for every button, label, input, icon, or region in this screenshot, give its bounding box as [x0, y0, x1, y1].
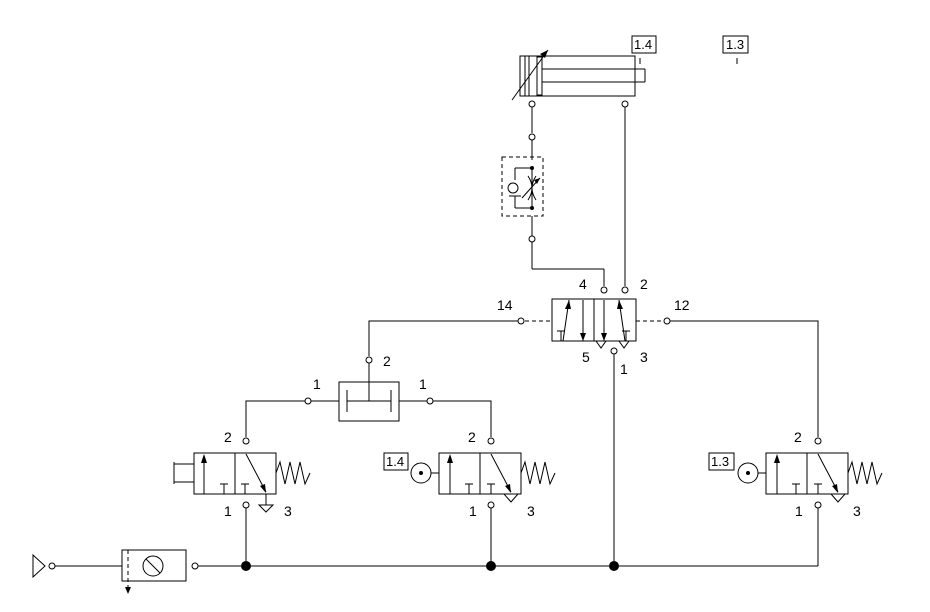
main-valve-port-4: 4: [579, 276, 587, 292]
roller-valve-mid-port-3: 3: [527, 503, 535, 519]
roller-valve-mid-port-1: 1: [469, 503, 477, 519]
main-valve-port-2: 2: [640, 276, 648, 292]
roller-3-2-valve-1-4: [410, 437, 556, 509]
pushbutton-valve-port-2: 2: [224, 429, 232, 445]
roller-valve-right-tag-box: [708, 452, 735, 471]
main-valve-port-14: 14: [497, 297, 513, 313]
shuttle-or-valve: [304, 381, 434, 422]
cylinder-tag: 1.4: [634, 37, 652, 52]
roller-valve-right-tag: 1.3: [711, 454, 729, 469]
roller-valve-mid-tag: 1.4: [386, 454, 404, 469]
roller-valve-right-port-1: 1: [795, 503, 803, 519]
double-acting-cylinder: [511, 49, 646, 101]
roller-valve-right-port-3: 3: [853, 503, 861, 519]
pushbutton-3-2-valve: [173, 437, 311, 513]
main-valve-port-3: 3: [640, 349, 648, 365]
main-valve-port-12: 12: [674, 297, 690, 313]
air-supply-line: [32, 354, 819, 594]
roller-valve-mid-tag-box: [383, 452, 409, 471]
or-valve-port-out: 2: [383, 353, 391, 369]
roller-3-2-valve-1-3: [737, 437, 883, 509]
pilot-line-14: [368, 320, 518, 356]
main-valve-port-5: 5: [582, 349, 590, 365]
main-valve-port-1: 1: [620, 361, 628, 377]
or-valve-port-left: 1: [313, 376, 321, 392]
limit-tag: 1.3: [726, 37, 744, 52]
pushbutton-valve-port-1: 1: [224, 503, 232, 519]
pushbutton-valve-port-3: 3: [284, 503, 292, 519]
roller-valve-right-port-2: 2: [794, 429, 802, 445]
main-5-2-valve: [517, 107, 671, 355]
or-valve-port-right: 1: [419, 376, 427, 392]
one-way-flow-control-valve: [501, 107, 544, 269]
cylinder-tag-box: [631, 35, 657, 54]
roller-valve-mid-port-2: 2: [468, 429, 476, 445]
pilot-line-12: [670, 320, 819, 437]
limit-tag-box: [722, 35, 749, 54]
